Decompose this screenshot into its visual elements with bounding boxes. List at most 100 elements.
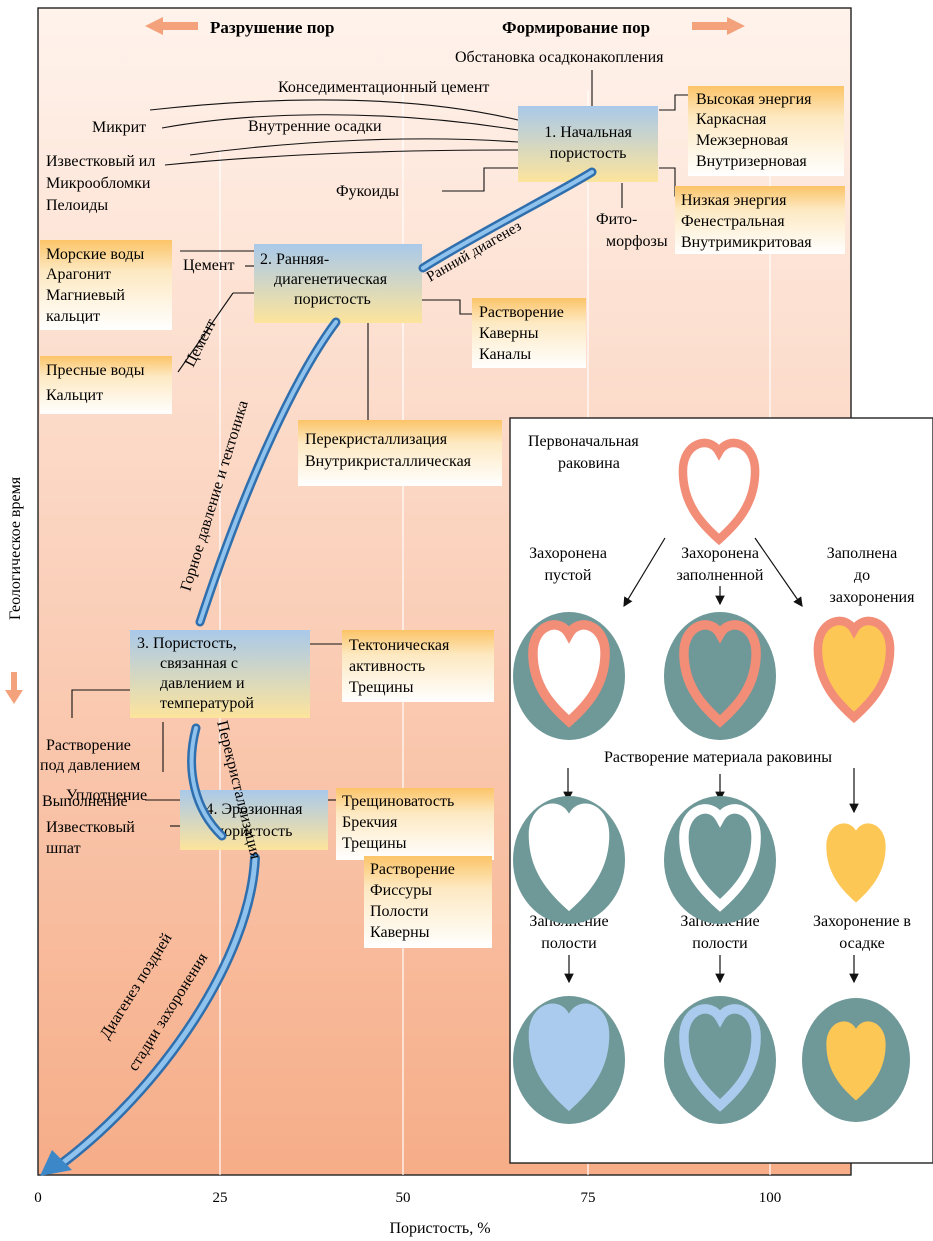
- box-fresh-water: Пресные воды Кальцит: [40, 356, 172, 414]
- stage-3-line-2: связанная с: [160, 655, 238, 672]
- header: Разрушение пор Формирование пор Обстанов…: [145, 17, 745, 66]
- x-tick-25: 25: [213, 1190, 228, 1206]
- box-dissolution-2-2: Фиссуры: [370, 882, 432, 899]
- box-low-energy-2: Фенестральная: [681, 213, 785, 230]
- original-shell-icon: [678, 438, 760, 546]
- stage-1-line-2: пористость: [550, 145, 627, 162]
- stage-2: 2. Ранняя- диагенетическая пористость: [254, 244, 422, 323]
- box-low-energy-1: Низкая энергия: [681, 192, 787, 209]
- box-low-energy: Низкая энергия Фенестральная Внутримикри…: [675, 186, 845, 254]
- x-tick-50: 50: [396, 1190, 411, 1206]
- arrow-early-diagenesis: [418, 167, 597, 273]
- inset-prefilled-2: до: [854, 567, 870, 584]
- box-sea-water-1: Морские воды: [46, 246, 144, 263]
- label-spar-2: шпат: [46, 840, 81, 857]
- box-tectonic-3: Трещины: [349, 679, 414, 696]
- label-microclasts: Микрообломки: [46, 175, 151, 192]
- inset-empty-1: Захоронена: [529, 545, 607, 562]
- box-high-energy: Высокая энергия Каркасная Межзерновая Вн…: [688, 86, 844, 176]
- box-dissolution-1: Растворение Каверны Каналы: [472, 298, 586, 368]
- box-sea-water: Морские воды Арагонит Магниевый кальцит: [40, 240, 172, 330]
- label-compaction: Уплотнение: [66, 787, 147, 804]
- x-tick-75: 75: [581, 1190, 596, 1206]
- label-lime-mud: Известковый ил: [46, 153, 155, 170]
- x-axis: 0 25 50 75 100 Пористость, %: [34, 1190, 781, 1237]
- x-tick-100: 100: [759, 1190, 782, 1206]
- x-axis-label: Пористость, %: [389, 1220, 490, 1237]
- inset-burial-2: осадке: [839, 935, 884, 952]
- dissolved-prefilled-icon: [826, 823, 886, 903]
- x-tick-0: 0: [34, 1190, 42, 1206]
- left-arrow-icon: [145, 17, 198, 35]
- label-phyto-2: морфозы: [606, 233, 668, 250]
- inset-cavity-1b: полости: [541, 935, 597, 952]
- inset-filled-2: заполненной: [677, 567, 764, 584]
- box-fresh-water-1: Пресные воды: [46, 362, 145, 379]
- box-low-energy-3: Внутримикритовая: [681, 234, 812, 251]
- label-phyto-1: Фито-: [596, 211, 637, 228]
- box-dissolution-2-3: Полости: [370, 903, 429, 920]
- free-labels: Конседиментационный цемент Микрит Внутре…: [40, 79, 668, 857]
- cavity-filled-1-icon: [513, 996, 625, 1124]
- box-dissolution-2: Растворение Фиссуры Полости Каверны: [364, 856, 492, 948]
- inset-original-2: раковина: [558, 455, 620, 472]
- inset-filled-1: Захоронена: [681, 545, 759, 562]
- label-filling: Выполнение: [42, 793, 128, 810]
- stage-2-line-3: пористость: [294, 291, 371, 308]
- arrow-late-diagenesis: [40, 853, 260, 1176]
- box-dissolution-1-3: Каналы: [479, 346, 531, 363]
- inset-prefilled-3: захоронения: [830, 589, 916, 606]
- box-high-energy-3: Межзерновая: [696, 132, 789, 149]
- label-peloids: Пелоиды: [46, 197, 108, 214]
- dissolved-filled-icon: [664, 796, 776, 924]
- box-dissolution-1-2: Каверны: [479, 325, 539, 342]
- box-high-energy-1: Высокая энергия: [696, 91, 812, 108]
- label-fucoids: Фукоиды: [336, 183, 399, 200]
- box-dissolution-1-1: Растворение: [479, 304, 564, 321]
- box-sea-water-2: Арагонит: [46, 266, 111, 283]
- inset-arrows: [563, 537, 859, 984]
- shell-inset: Первоначальная раковина Захоронена пусто…: [509, 417, 933, 1164]
- stage-2-line-2: диагенетическая: [274, 271, 388, 288]
- box-tectonic: Тектоническая активность Трещины: [342, 630, 494, 702]
- header-right-label: Формирование пор: [502, 18, 650, 37]
- inset-cavity-2b: полости: [692, 935, 748, 952]
- stage-4-line-2: пористость: [216, 823, 293, 840]
- box-fracturing-3: Трещины: [342, 835, 407, 852]
- right-arrow-icon: [692, 17, 745, 35]
- late-arrowhead-icon: [40, 1150, 72, 1176]
- shell-buried-empty-icon: [513, 612, 625, 740]
- inset-original-1: Первоначальная: [528, 433, 639, 450]
- box-high-energy-2: Каркасная: [696, 111, 767, 128]
- box-tectonic-1: Тектоническая: [349, 637, 450, 654]
- stage-3-line-3: давлением и: [160, 675, 245, 692]
- down-arrow-icon: [5, 672, 23, 704]
- label-pressure-sol-1: Растворение: [46, 737, 131, 754]
- box-recrystallization-1: Перекристаллизация: [305, 431, 448, 448]
- arrow-recrystallization: [187, 723, 227, 841]
- inset-burial-1: Захоронение в: [813, 913, 911, 930]
- stage-3-line-1: 3. Пористость,: [137, 635, 237, 652]
- stage-3-line-4: температурой: [160, 695, 254, 712]
- label-cement-horizontal: Цемент: [183, 257, 234, 274]
- y-axis: Геологическое время: [5, 476, 24, 704]
- label-pressure-sol-2: под давлением: [40, 757, 140, 774]
- stage-2-line-1: 2. Ранняя-: [260, 251, 329, 268]
- stage-4-line-1: 4. Эрозионная: [205, 801, 303, 818]
- connector-lines: [71, 70, 688, 849]
- header-left-label: Разрушение пор: [210, 18, 334, 37]
- inset-prefilled-1: Заполнена: [827, 545, 898, 562]
- inset-dissolution: Растворение материала раковины: [604, 749, 832, 766]
- box-fracturing: Трещиноватость Брекчия Трещины: [336, 788, 494, 860]
- buried-in-sediment-icon: [802, 998, 910, 1122]
- box-recrystallization-2: Внутрикристаллическая: [305, 453, 472, 470]
- box-fracturing-1: Трещиноватость: [342, 793, 454, 810]
- label-spar-1: Известковый: [46, 819, 135, 836]
- inset-empty-2: пустой: [544, 567, 591, 584]
- box-sea-water-3: Магниевый: [46, 287, 125, 304]
- box-fresh-water-2: Кальцит: [46, 387, 103, 404]
- stage-3: 3. Пористость, связанная с давлением и т…: [130, 630, 310, 718]
- label-internal-sed: Внутренние осадки: [248, 118, 382, 135]
- stage-1-line-1: 1. Начальная: [544, 124, 632, 141]
